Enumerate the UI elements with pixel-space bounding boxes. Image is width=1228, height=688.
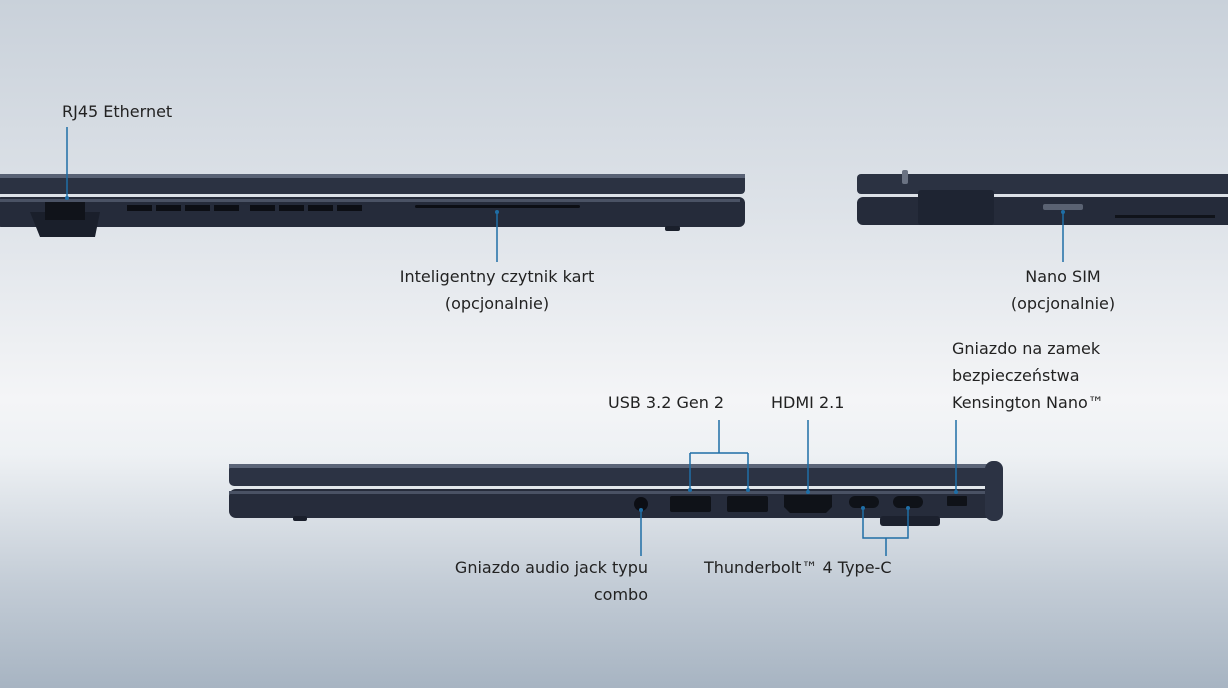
- laptop-right-side: [229, 461, 1003, 526]
- hdmi-port: [784, 495, 832, 513]
- nano-sim-slot: [1043, 204, 1083, 210]
- card-reader-slot: [415, 205, 580, 208]
- laptop-back-side: [857, 170, 1228, 225]
- audio-label-line2: combo: [593, 585, 648, 604]
- hdmi-label: HDMI 2.1: [771, 393, 845, 412]
- kensington-slot: [947, 496, 967, 506]
- callout-lines: [66, 127, 1064, 556]
- card-reader-label-line2: (opcjonalnie): [444, 294, 550, 313]
- card-reader-label-line1: Inteligentny czytnik kart: [399, 267, 595, 286]
- nano-sim-label-line1: Nano SIM: [1025, 267, 1101, 286]
- thunderbolt-label: Thunderbolt™ 4 Type-C: [704, 558, 892, 577]
- laptop-left-side: [0, 174, 745, 237]
- audio-label-line1: Gniazdo audio jack typu: [454, 558, 648, 577]
- rj45-label: RJ45 Ethernet: [62, 102, 173, 121]
- nano-sim-label: Nano SIM (opcjonalnie): [993, 263, 1133, 317]
- audio-label: Gniazdo audio jack typu combo: [453, 554, 648, 608]
- thunderbolt-port-1: [849, 496, 879, 508]
- kensington-label-line2: bezpieczeństwa: [952, 366, 1080, 385]
- kensington-label: Gniazdo na zamek bezpieczeństwa Kensingt…: [952, 335, 1104, 416]
- audio-jack: [634, 497, 648, 511]
- usb-port-1: [670, 496, 711, 512]
- nano-sim-label-line2: (opcjonalnie): [1010, 294, 1116, 313]
- kensington-label-line3: Kensington Nano™: [952, 393, 1104, 412]
- thunderbolt-port-2: [893, 496, 923, 508]
- card-reader-label: Inteligentny czytnik kart (opcjonalnie): [387, 263, 607, 317]
- kensington-label-line1: Gniazdo na zamek: [952, 339, 1101, 358]
- usb-port-2: [727, 496, 768, 512]
- vents: [127, 205, 362, 211]
- usb-label: USB 3.2 Gen 2: [608, 393, 725, 412]
